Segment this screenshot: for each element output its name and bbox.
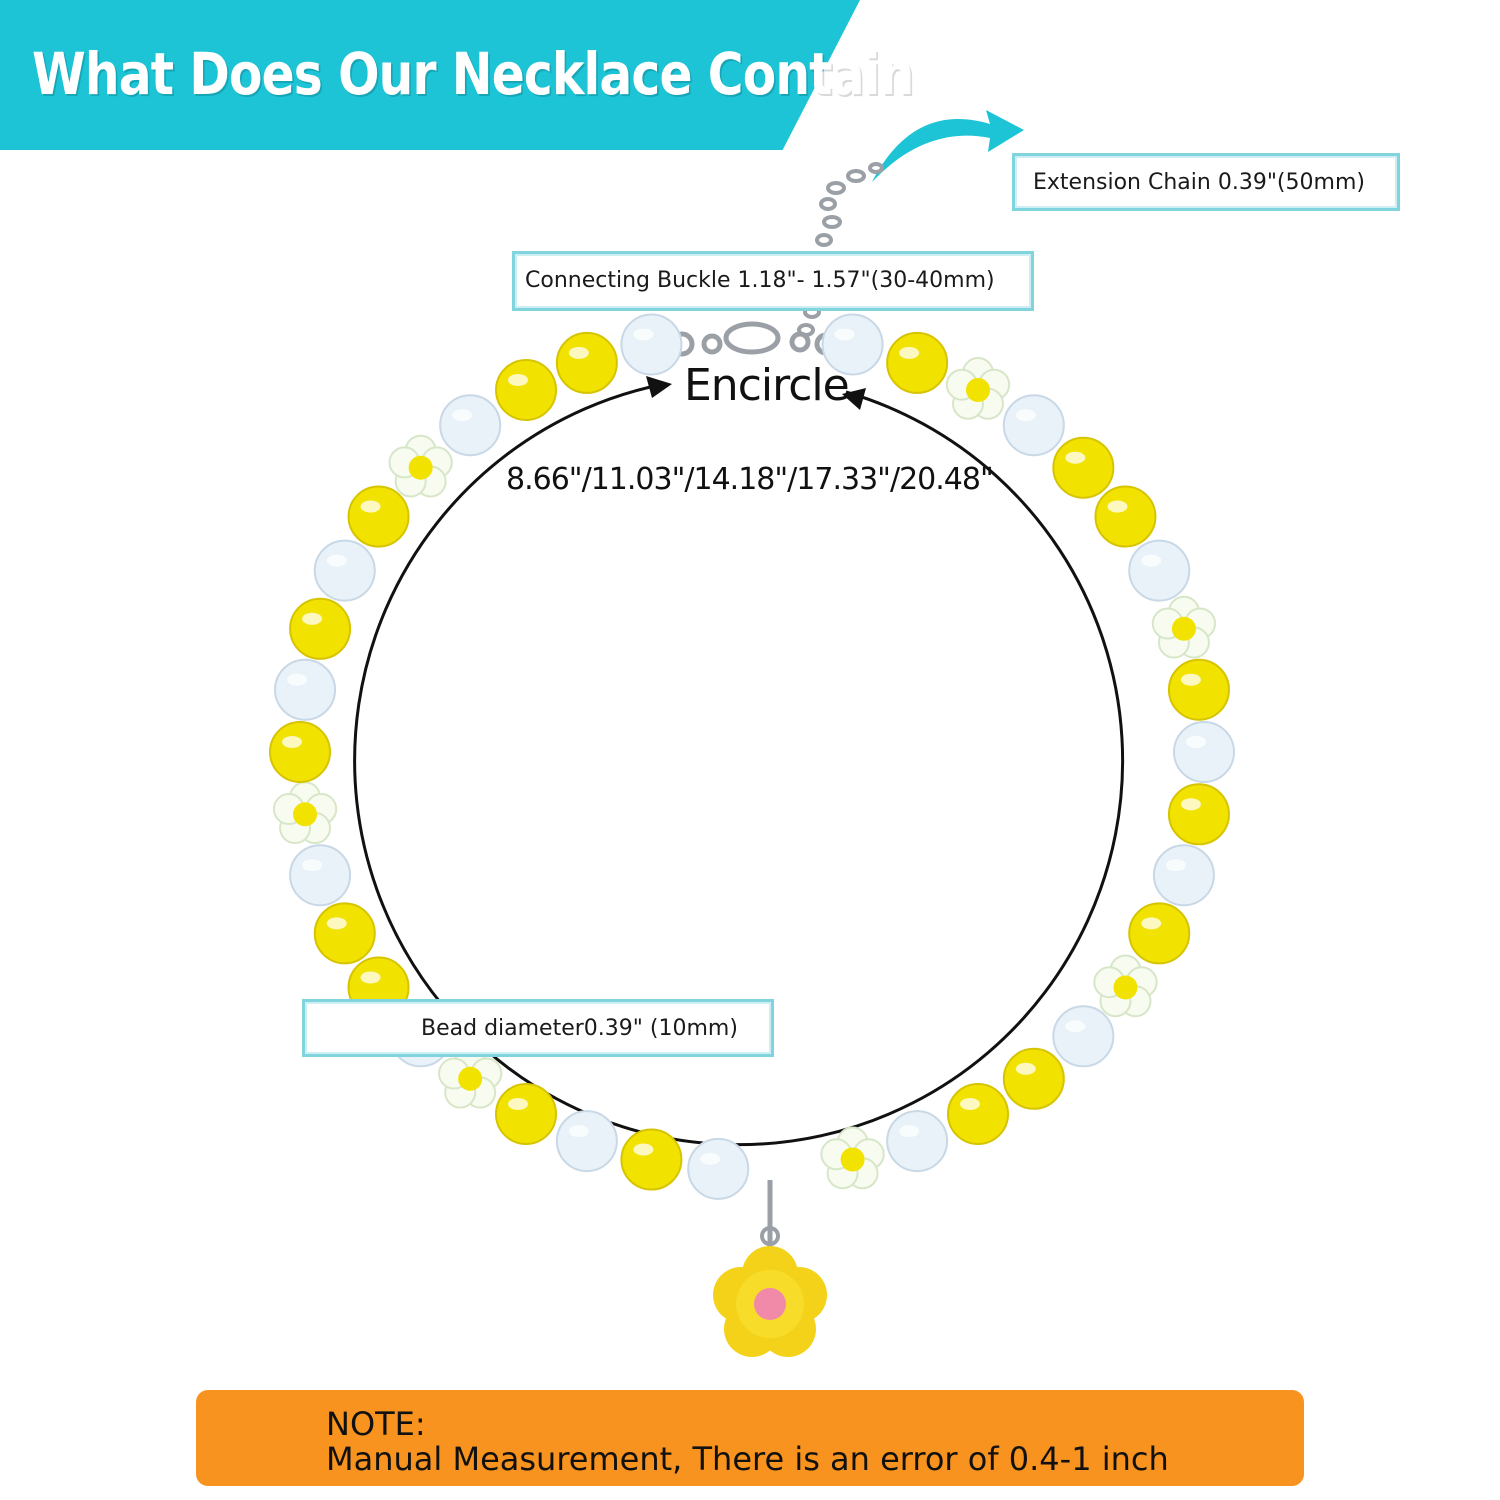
connecting-buckle-label: Connecting Buckle 1.18"- 1.57"(30-40mm) (512, 251, 1034, 311)
round-bead (1094, 485, 1157, 548)
round-bead (1002, 394, 1065, 457)
arrow-left-icon (646, 376, 672, 398)
flower-bead (1093, 954, 1158, 1018)
round-bead (495, 1082, 557, 1145)
banner-title: What Does Our Necklace Contain (32, 40, 914, 108)
round-bead (947, 1082, 1009, 1145)
round-bead (1152, 844, 1215, 907)
round-bead (1167, 783, 1230, 846)
round-bead (1052, 436, 1115, 499)
round-bead (555, 1110, 618, 1173)
title-banner (0, 0, 860, 150)
flower-bead (388, 434, 453, 498)
round-bead (555, 331, 618, 394)
bead-diameter-label: Bead diameter0.39" (10mm) (302, 999, 774, 1057)
flower-pendant (713, 1180, 827, 1357)
round-bead (274, 658, 337, 721)
round-bead (1173, 721, 1235, 783)
flower-bead (945, 357, 1011, 420)
round-bead (1052, 1005, 1115, 1068)
flower-bead (820, 1126, 885, 1190)
round-bead (821, 313, 884, 376)
encircle-sizes: 8.66"/11.03"/14.18"/17.33"/20.48" (506, 462, 994, 497)
bead-strand (269, 313, 1235, 1200)
note-title: NOTE: (326, 1405, 426, 1443)
round-bead (313, 902, 376, 965)
round-bead (289, 844, 352, 907)
round-bead (886, 1110, 949, 1173)
round-bead (1002, 1047, 1065, 1110)
round-bead (289, 597, 352, 660)
round-bead (347, 485, 410, 548)
round-bead (620, 313, 683, 376)
round-bead (1128, 539, 1191, 602)
round-bead (620, 1128, 683, 1191)
round-bead (495, 359, 557, 422)
round-bead (1167, 658, 1230, 721)
flower-bead (1151, 595, 1217, 659)
round-bead (313, 539, 376, 602)
extension-chain-label: Extension Chain 0.39"(50mm) (1012, 153, 1400, 211)
round-bead (269, 721, 331, 783)
round-bead (439, 394, 502, 457)
round-bead (687, 1137, 750, 1200)
round-bead (886, 331, 949, 394)
encircle-label: Encircle (684, 360, 850, 411)
flower-bead (272, 781, 338, 845)
note-text: Manual Measurement, There is an error of… (326, 1440, 1169, 1478)
arrow-right-icon (842, 388, 866, 410)
curved-arrow-icon (872, 110, 1024, 182)
round-bead (1128, 902, 1191, 965)
note-bar (196, 1390, 1304, 1486)
